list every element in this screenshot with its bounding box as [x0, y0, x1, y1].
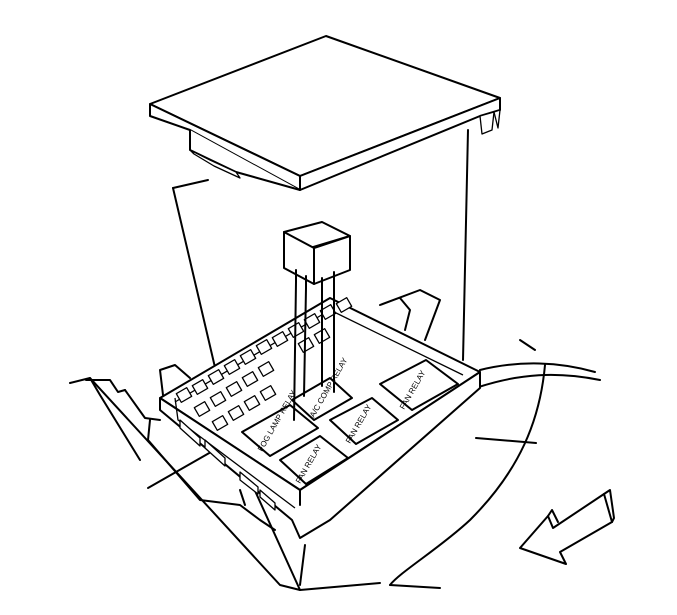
fuse-slot — [175, 387, 193, 403]
relay-fan-3: FAN RELAY — [379, 359, 459, 411]
fuse-slot — [255, 339, 273, 355]
fuse-slot — [227, 405, 245, 421]
fuse-slot — [243, 395, 261, 411]
fuse-slot — [257, 361, 275, 377]
fuse-slot — [239, 349, 257, 365]
relay-fan-2: FAN RELAY — [329, 397, 399, 445]
fuse-slot — [223, 359, 241, 375]
fuse-slot — [297, 337, 315, 353]
relay-component — [283, 221, 351, 421]
direction-arrow-icon — [519, 489, 615, 565]
fuse-slot — [271, 331, 289, 347]
fuse-slot — [225, 381, 243, 397]
fuse-slot — [259, 385, 277, 401]
fuse-slot — [335, 297, 353, 313]
fuse-slot — [303, 313, 321, 329]
fuse-slot — [193, 401, 211, 417]
fuse-slot — [211, 415, 229, 431]
fuse-slot — [191, 379, 209, 395]
fuse-slot — [207, 369, 225, 385]
vehicle-body — [69, 339, 601, 591]
fuse-slot — [241, 371, 259, 387]
fuse-slots — [175, 297, 353, 431]
fuse-slot — [209, 391, 227, 407]
fuse-block-cover — [149, 35, 501, 191]
